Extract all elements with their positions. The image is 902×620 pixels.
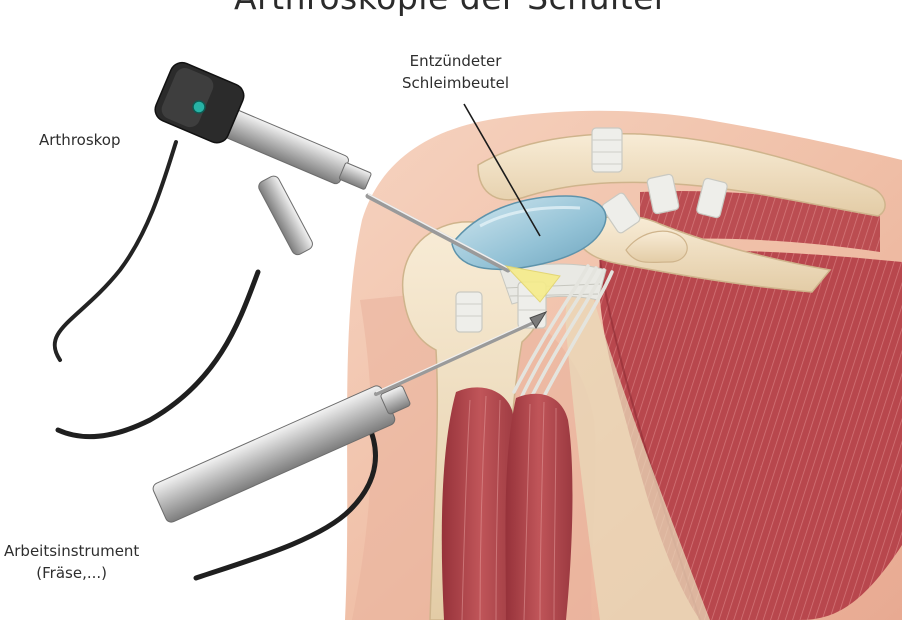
bursa-label-line1: Entzündeter bbox=[402, 50, 509, 72]
arthroscope-label: Arthroskop bbox=[39, 129, 121, 151]
instrument-label-line2: (Fräse,...) bbox=[4, 562, 139, 584]
page-title: Arthroskopie der Schulter bbox=[0, 0, 902, 17]
instrument-label-line1: Arbeitsinstrument bbox=[4, 540, 139, 562]
arthroscope-light-cable bbox=[58, 272, 258, 437]
bursa-label: Entzündeter Schleimbeutel bbox=[402, 50, 509, 94]
bursa-label-line2: Schleimbeutel bbox=[402, 72, 509, 94]
arthroscope-indicator-light bbox=[193, 101, 205, 113]
arthroscope-cable bbox=[55, 142, 176, 360]
instrument-label: Arbeitsinstrument (Fräse,...) bbox=[4, 540, 139, 584]
biceps-short-head bbox=[505, 394, 572, 620]
arthroscope-light-post bbox=[257, 174, 315, 257]
